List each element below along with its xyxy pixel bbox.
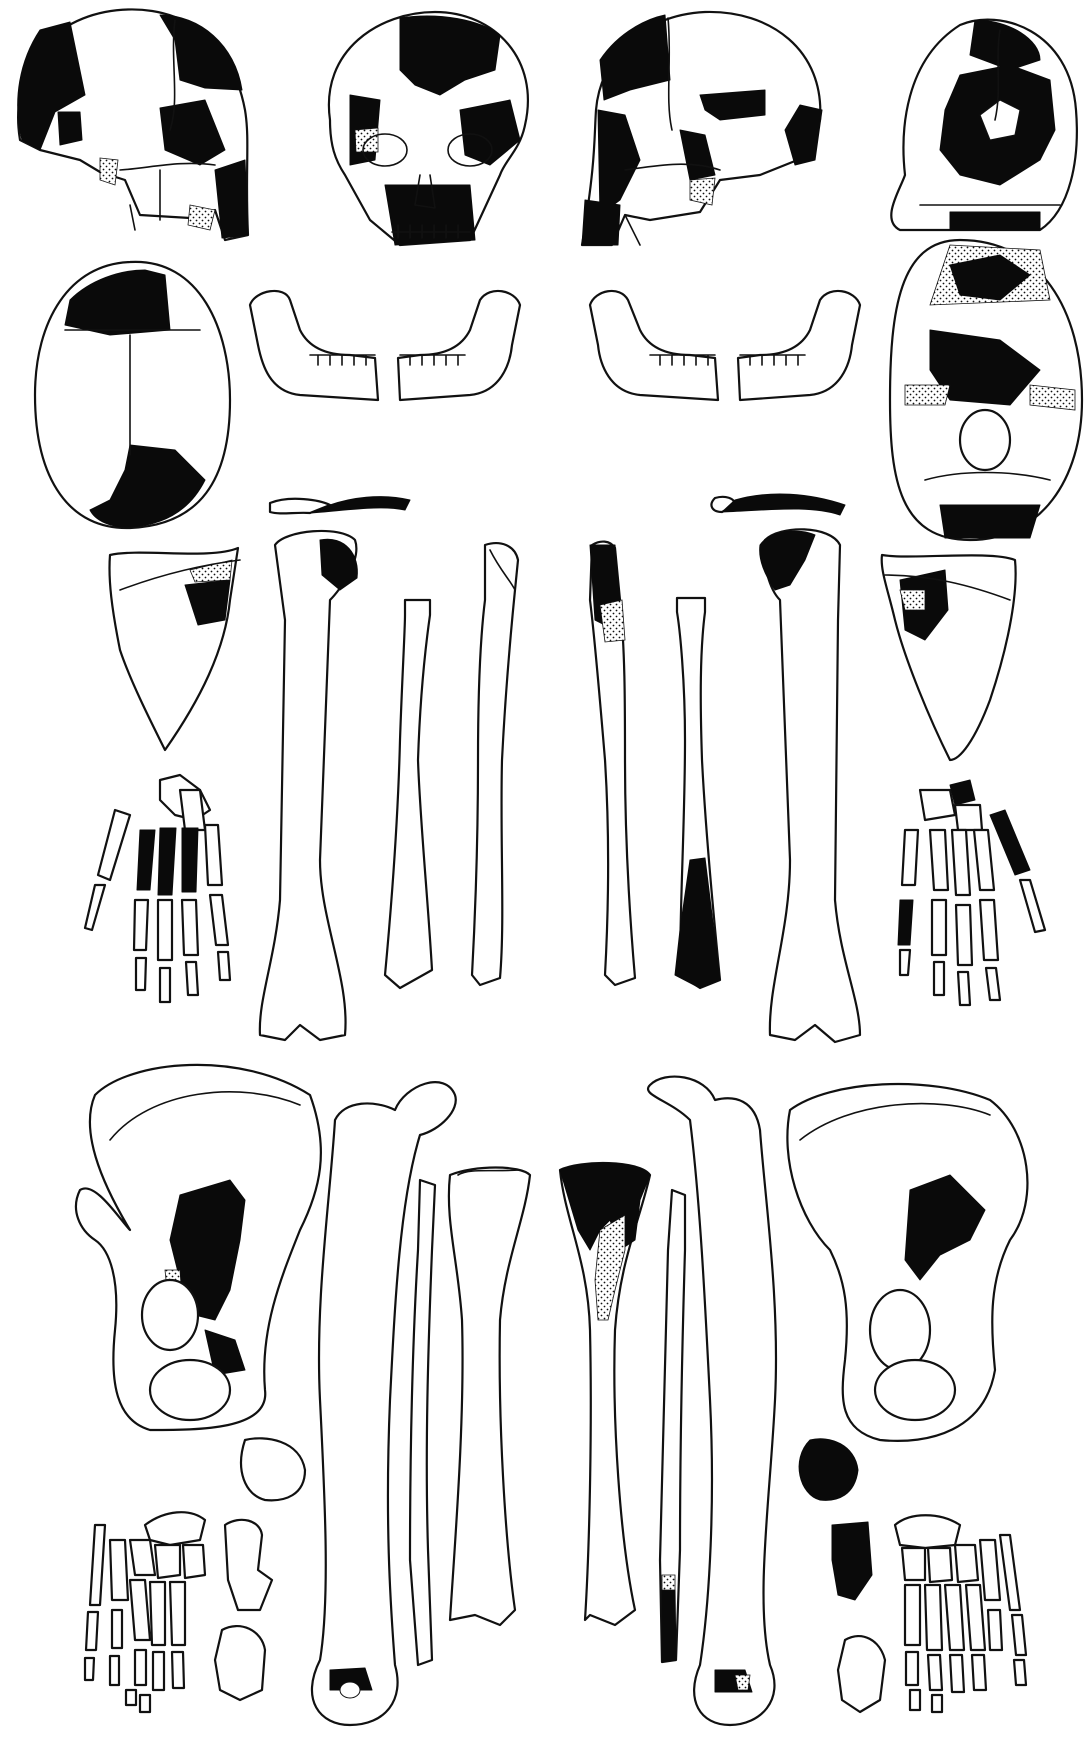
humerus-right: [760, 529, 860, 1042]
mandible-right-lateral: [590, 291, 860, 400]
skull-superior: [35, 262, 230, 528]
mandible-left-lateral: [250, 291, 520, 400]
tibia-left: [449, 1168, 530, 1626]
radius-right: [675, 598, 720, 988]
clavicle-left: [270, 497, 410, 514]
patella-left: [241, 1438, 305, 1500]
fibula-right: [660, 1190, 685, 1662]
scapula-left: [109, 548, 240, 750]
tibia-right: [560, 1163, 650, 1625]
talus-right: [832, 1522, 872, 1600]
scapula-right: [882, 555, 1016, 760]
clavicle-right: [711, 494, 845, 515]
calcaneus-left: [215, 1626, 265, 1700]
patella-right: [799, 1439, 858, 1501]
os-coxae-left: [76, 1065, 321, 1430]
skull-right-lateral: [582, 12, 822, 245]
radius-left: [385, 600, 432, 988]
talus-left: [225, 1520, 272, 1610]
foot-left: [85, 1512, 205, 1712]
skull-basal-view: [890, 240, 1082, 540]
skull-posterior: [891, 20, 1077, 230]
hand-left: [85, 775, 230, 1002]
ulna-right: [590, 542, 635, 985]
skull-left-lateral: [18, 9, 248, 240]
fibula-left: [410, 1180, 435, 1665]
os-coxae-right: [787, 1084, 1027, 1441]
hand-right: [898, 780, 1045, 1005]
skull-frontal: [329, 12, 528, 245]
femur-left: [312, 1082, 456, 1725]
foot-right: [895, 1515, 1026, 1712]
calcaneus-right: [838, 1636, 885, 1712]
ulna-left: [472, 543, 518, 985]
humerus-left: [260, 531, 358, 1040]
